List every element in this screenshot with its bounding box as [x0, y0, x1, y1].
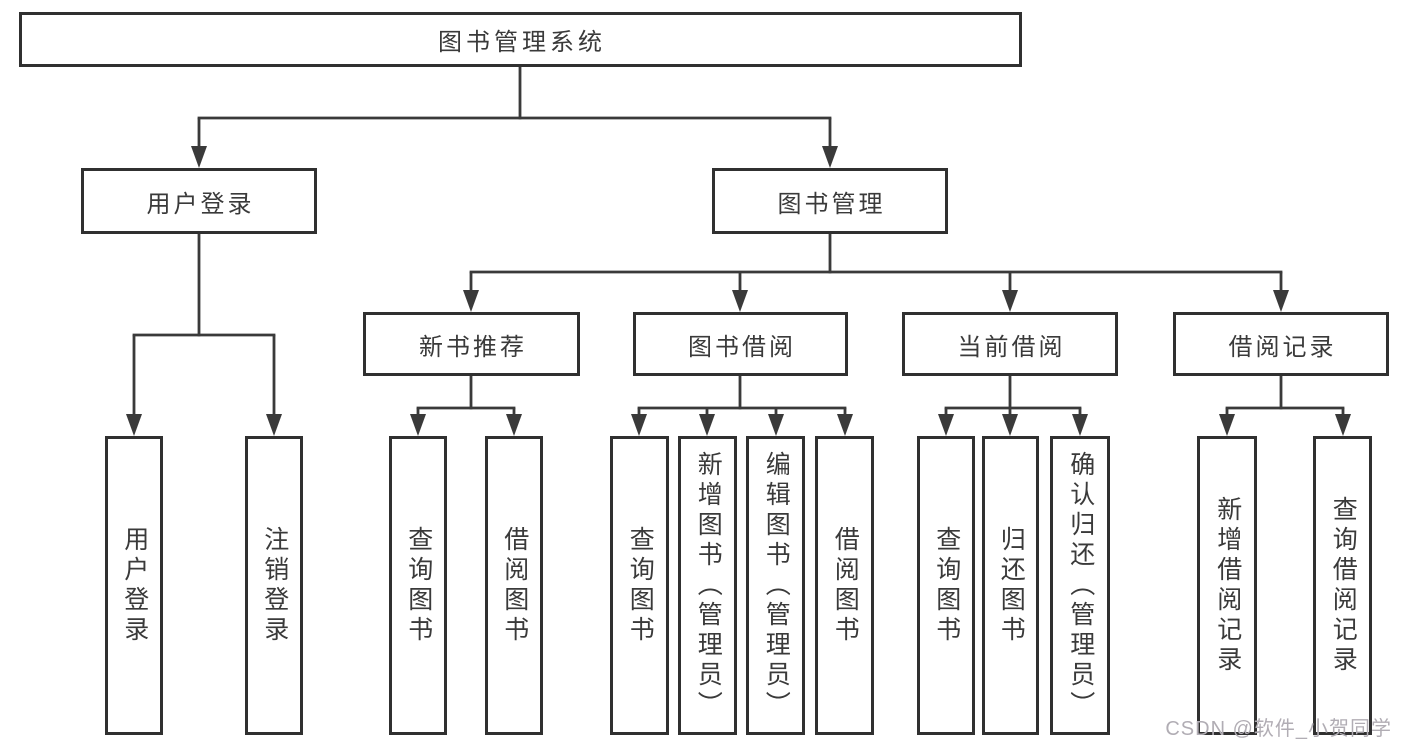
connector-current-borrow-to-leaves	[938, 376, 1088, 436]
connector-root-to-level2	[191, 67, 838, 168]
node-library-system-label: 图书管理系统	[438, 29, 606, 56]
leaf-borrow-books-label: 借阅图书	[831, 525, 860, 646]
leaf-borrow-query-books: 查询图书	[610, 436, 669, 735]
node-book-borrowing: 图书借阅	[633, 312, 848, 376]
leaf-newrec-borrow-books: 借阅图书	[485, 436, 543, 735]
node-current-borrowing-label: 当前借阅	[957, 333, 1066, 361]
connector-borrow-records-to-leaves	[1219, 376, 1351, 436]
leaf-logout-label: 注销登录	[260, 525, 289, 646]
node-book-management: 图书管理	[712, 168, 948, 234]
leaf-query-borrow-record-label: 查询借阅记录	[1329, 495, 1358, 676]
node-book-management-label: 图书管理	[777, 190, 886, 218]
leaf-logout: 注销登录	[245, 436, 303, 735]
node-user-login-label: 用户登录	[146, 190, 255, 218]
leaf-newrec-query-books: 查询图书	[389, 436, 447, 735]
node-new-book-recommend: 新书推荐	[363, 312, 580, 376]
leaf-current-query-books-label: 查询图书	[932, 525, 961, 646]
node-borrowing-records: 借阅记录	[1173, 312, 1389, 376]
connector-new-book-to-leaves	[410, 376, 522, 436]
leaf-confirm-return-admin-label: 确认归还（管理员）	[1066, 450, 1095, 721]
leaf-borrow-query-books-label: 查询图书	[626, 525, 655, 646]
leaf-newrec-borrow-books-label: 借阅图书	[500, 525, 529, 646]
node-book-borrowing-label: 图书借阅	[688, 333, 796, 361]
leaf-add-books-admin: 新增图书（管理员）	[678, 436, 737, 735]
node-current-borrowing: 当前借阅	[902, 312, 1118, 376]
leaf-current-query-books: 查询图书	[917, 436, 975, 735]
leaf-edit-books-admin-label: 编辑图书（管理员）	[762, 450, 791, 721]
leaf-newrec-query-books-label: 查询图书	[404, 525, 433, 646]
leaf-edit-books-admin: 编辑图书（管理员）	[746, 436, 805, 735]
csdn-watermark: CSDN @软件_小贺同学	[1165, 718, 1392, 740]
leaf-query-borrow-record: 查询借阅记录	[1313, 436, 1372, 735]
node-library-system: 图书管理系统	[19, 12, 1022, 67]
node-user-login: 用户登录	[81, 168, 317, 234]
connector-user-login-to-leaves	[126, 234, 282, 436]
leaf-borrow-books: 借阅图书	[815, 436, 874, 735]
node-borrowing-records-label: 借阅记录	[1228, 333, 1337, 361]
leaf-return-books-label: 归还图书	[997, 525, 1026, 646]
leaf-confirm-return-admin: 确认归还（管理员）	[1050, 436, 1110, 735]
leaf-user-login: 用户登录	[105, 436, 163, 735]
leaf-add-books-admin-label: 新增图书（管理员）	[694, 450, 723, 721]
node-new-book-recommend-label: 新书推荐	[419, 333, 527, 361]
leaf-user-login-label: 用户登录	[120, 525, 149, 646]
leaf-add-borrow-record: 新增借阅记录	[1197, 436, 1257, 735]
leaf-add-borrow-record-label: 新增借阅记录	[1213, 495, 1242, 676]
leaf-return-books: 归还图书	[982, 436, 1039, 735]
connector-book-borrow-to-leaves	[631, 376, 853, 436]
connector-book-management-to-level3	[463, 234, 1289, 312]
